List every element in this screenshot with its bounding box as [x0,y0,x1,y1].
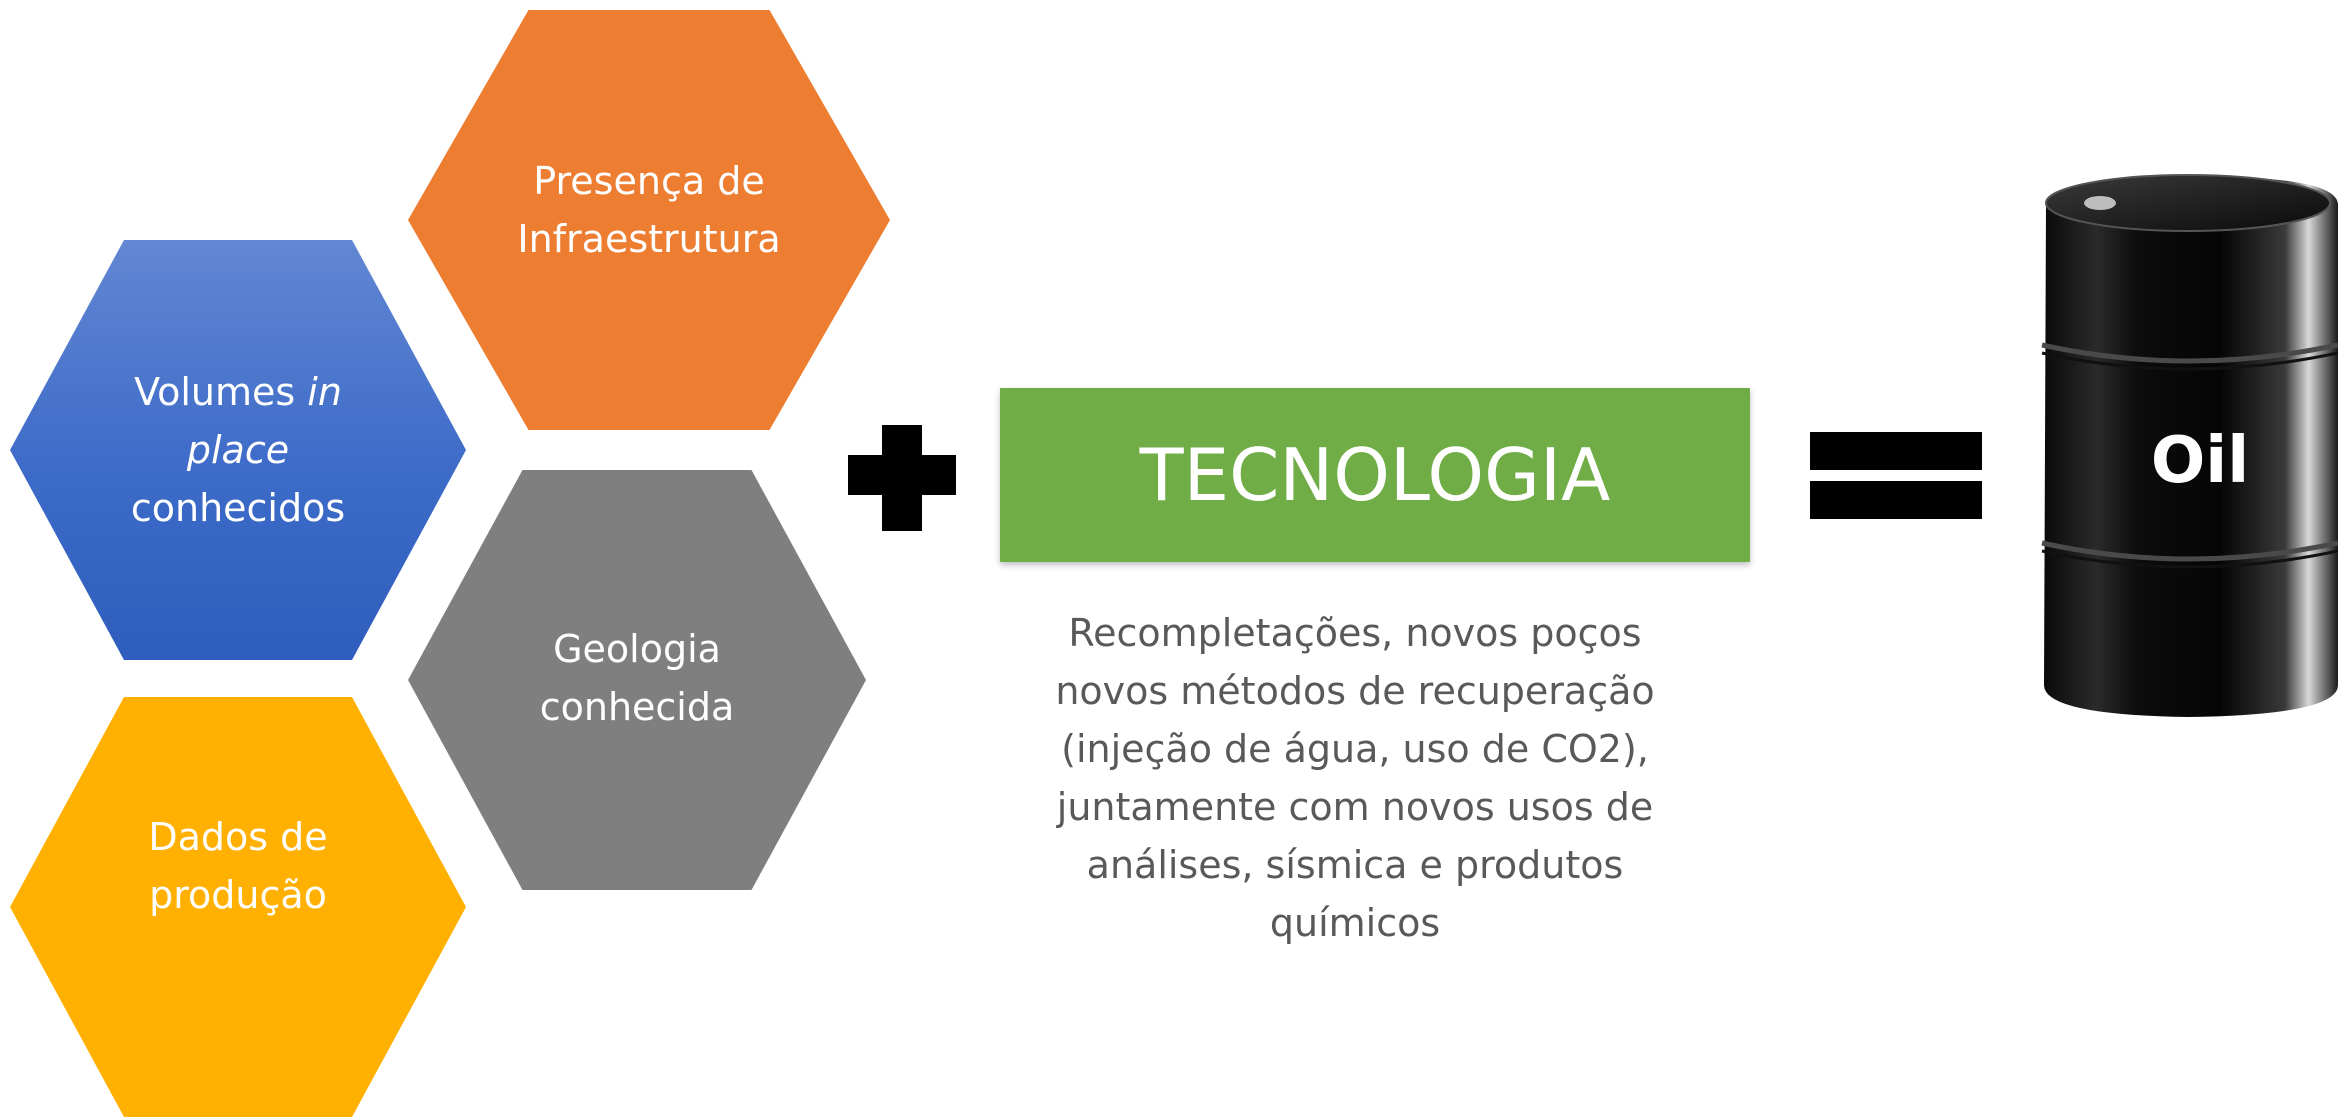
infrastructure-line-2: Infraestrutura [517,217,781,261]
technology-description: Recompletações, novos poços novos método… [990,604,1720,952]
equals-top-bar [1810,432,1982,470]
equals-bottom-bar [1810,481,1982,519]
description-line-2: novos métodos de recuperação [1055,669,1655,713]
description-line-5: análises, sísmica e produtos [1086,843,1624,887]
volumes-line-3: conhecidos [130,486,346,530]
volumes-place: place [186,428,290,472]
infrastructure-line-1: Presença de [533,159,765,203]
production-line-2: produção [149,873,327,917]
plus-vertical-bar [882,425,922,531]
description-line-1: Recompletações, novos poços [1068,611,1642,655]
description-line-4: juntamente com novos usos de [1056,785,1654,829]
geology-line-2: conhecida [539,685,735,729]
volumes-line-1: Volumes in [131,363,345,421]
geology-line-1: Geologia [553,627,721,671]
barrel-label: Oil [2150,424,2250,498]
technology-title: TECNOLOGIA [1139,433,1611,517]
hexagon-volumes: Volumes in place conhecidos [10,240,466,660]
description-line-3: (injeção de água, uso de CO2), [1061,727,1649,771]
hexagon-production: Dados de produção [10,697,466,1117]
description-line-6: químicos [1269,901,1441,945]
hexagon-infrastructure: Presença de Infraestrutura [408,10,890,430]
production-line-1: Dados de [148,815,328,859]
volumes-word: Volumes [134,370,308,414]
hexagon-geology: Geologia conhecida [408,470,866,890]
volumes-in: in [307,370,342,414]
technology-box: TECNOLOGIA [1000,388,1750,562]
oil-barrel-icon [2041,174,2338,717]
